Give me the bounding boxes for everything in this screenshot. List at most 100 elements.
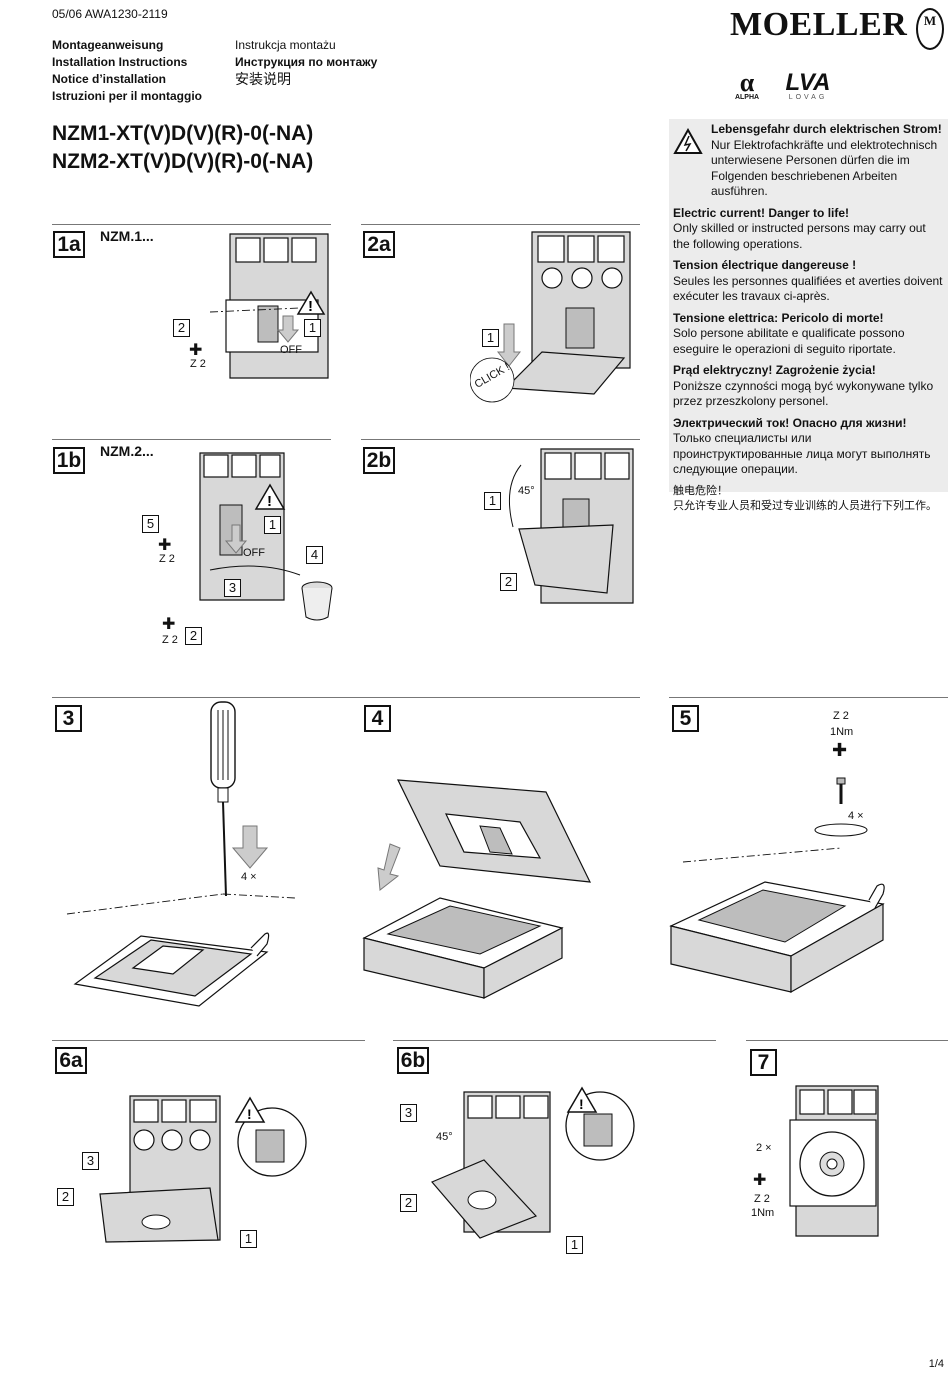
- step-1b-tool-1: Z 2: [159, 553, 175, 565]
- step-6a-figure: !: [99, 1095, 307, 1243]
- callout-3: 3: [400, 1104, 417, 1122]
- step-1a-label: 1a: [53, 231, 85, 258]
- step-7-count: 2 ×: [756, 1142, 772, 1154]
- step-5-count: 4 ×: [848, 810, 864, 822]
- step-1a-tool: Z 2: [190, 358, 206, 370]
- step-7-label: 7: [750, 1049, 777, 1076]
- step-5-torque: 1Nm: [830, 726, 854, 738]
- divider-3-4: [52, 697, 640, 698]
- warning-de: Lebensgefahr durch elektrischen Strom!Nu…: [673, 122, 944, 206]
- divider-6b: [393, 1040, 716, 1041]
- alpha-symbol: α: [739, 68, 755, 97]
- step-2a-figure: [470, 231, 631, 403]
- step-1a-subtitle: NZM.1...: [100, 228, 154, 244]
- alpha-cert-logo: α ALPHA: [730, 68, 764, 102]
- title-de: Montageanweisung: [52, 38, 164, 52]
- badge-letter: M: [923, 13, 937, 28]
- moeller-logo: MOELLER: [730, 6, 908, 43]
- warning-zh-title: 触电危险！: [673, 484, 728, 497]
- warning-en-text: Only skilled or instructed persons may c…: [673, 221, 926, 251]
- angle-label: 45°: [518, 485, 535, 497]
- divider-5: [669, 697, 948, 698]
- moeller-badge-icon: M: [916, 8, 944, 50]
- document-number: 05/06 AWA1230-2119: [52, 7, 168, 21]
- electric-hazard-icon: [673, 122, 705, 206]
- step-1b-label: 1b: [53, 447, 85, 474]
- product-line-1: NZM1-XT(V)D(V)(R)-0(-NA): [52, 122, 314, 145]
- torx-icon: ✚: [158, 537, 172, 554]
- callout-3: 3: [224, 579, 241, 597]
- title-pl: Instrukcja montażu: [235, 38, 336, 52]
- lovag-label: LOVAG: [788, 94, 828, 101]
- callout-5: 5: [142, 515, 159, 533]
- step-6a-label: 6a: [55, 1047, 87, 1074]
- callout-1: 1: [264, 516, 281, 534]
- lovag-cert-logo: LVA LOVAG: [778, 69, 838, 102]
- torx-icon: ✚: [753, 1172, 767, 1189]
- callout-2: 2: [400, 1194, 417, 1212]
- step-1b-subtitle: NZM.2...: [100, 443, 154, 459]
- warning-fr-title: Tension électrique dangereuse !: [673, 258, 857, 272]
- step-2a-label: 2a: [363, 231, 395, 258]
- lovag-symbol: LVA: [785, 69, 831, 96]
- step-1b-figure: !: [199, 452, 333, 621]
- svg-text:!: !: [247, 1106, 252, 1122]
- step-5-tool: Z 2: [833, 710, 849, 722]
- step-1a-figure: !: [209, 233, 329, 379]
- callout-4: 4: [306, 546, 323, 564]
- page-number: 1/4: [928, 1358, 944, 1370]
- divider-2b: [361, 439, 640, 440]
- callout-2: 2: [57, 1188, 74, 1206]
- svg-text:!: !: [308, 298, 313, 315]
- product-line-2: NZM2-XT(V)D(V)(R)-0(-NA): [52, 150, 314, 173]
- step-5-label: 5: [672, 705, 699, 732]
- step-3-count: 4 ×: [241, 871, 257, 883]
- product-title: NZM1-XT(V)D(V)(R)-0(-NA) NZM2-XT(V)D(V)(…: [52, 120, 313, 176]
- step-2b-figure: [508, 448, 634, 604]
- callout-2: 2: [500, 573, 517, 591]
- divider-7: [746, 1040, 948, 1041]
- torx-icon: ✚: [189, 342, 203, 359]
- step-6b-figure: !: [431, 1086, 635, 1239]
- callout-2: 2: [173, 319, 190, 337]
- divider-1b: [52, 439, 331, 440]
- callout-3: 3: [82, 1152, 99, 1170]
- angle-label: 45°: [436, 1131, 453, 1143]
- step-1a-off-label: OFF: [280, 344, 302, 356]
- warning-fr-text: Seules les personnes qualifiées et avert…: [673, 273, 943, 304]
- step-7-torque: 1Nm: [751, 1207, 775, 1219]
- step-6b-label: 6b: [397, 1047, 429, 1074]
- torx-icon: ✚: [162, 616, 176, 633]
- divider-6a: [52, 1040, 365, 1041]
- callout-1: 1: [566, 1236, 583, 1254]
- warning-de-text: Nur Elektrofachkräfte und elektrotechnis…: [711, 137, 938, 199]
- title-ru: Инструкция по монтажу: [235, 55, 378, 69]
- step-3-label: 3: [55, 705, 82, 732]
- warning-de-title: Lebensgefahr durch elektrischen Strom!: [711, 122, 942, 136]
- doc-titles-left: Montageanweisung Installation Instructio…: [52, 37, 202, 105]
- step-7-figure: [789, 1085, 879, 1237]
- doc-titles-right: Instrukcja montażu Инструкция по монтажу…: [235, 37, 377, 88]
- step-7-tool: Z 2: [754, 1193, 770, 1205]
- warning-it-title: Tensione elettrica: Pericolo di morte!: [673, 310, 884, 325]
- divider-1a: [52, 224, 331, 225]
- callout-1: 1: [240, 1230, 257, 1248]
- step-3-figure: [66, 701, 296, 1007]
- step-1b-tool-2: Z 2: [162, 634, 178, 646]
- divider-2a: [361, 224, 640, 225]
- callout-1: 1: [484, 492, 501, 510]
- step-4-figure: [362, 779, 592, 999]
- svg-text:!: !: [267, 493, 272, 510]
- title-fr: Notice d’installation: [52, 72, 167, 86]
- safety-warning-box: Lebensgefahr durch elektrischen Strom!Nu…: [669, 119, 948, 512]
- step-5-figure: [669, 777, 885, 994]
- warning-pl-text: Poniższe czynności mogą być wykonywane t…: [673, 378, 934, 409]
- alpha-label: ALPHA: [734, 94, 760, 101]
- step-1b-off-label: OFF: [243, 547, 265, 559]
- svg-text:!: !: [579, 1096, 584, 1112]
- warning-en-title: Electric current! Danger to life!: [673, 205, 850, 220]
- title-en: Installation Instructions: [52, 55, 188, 69]
- title-zh: 安装说明: [235, 71, 291, 87]
- warning-ru-text: Только специалисты или проинструктирован…: [673, 431, 931, 476]
- step-2b-label: 2b: [363, 447, 395, 474]
